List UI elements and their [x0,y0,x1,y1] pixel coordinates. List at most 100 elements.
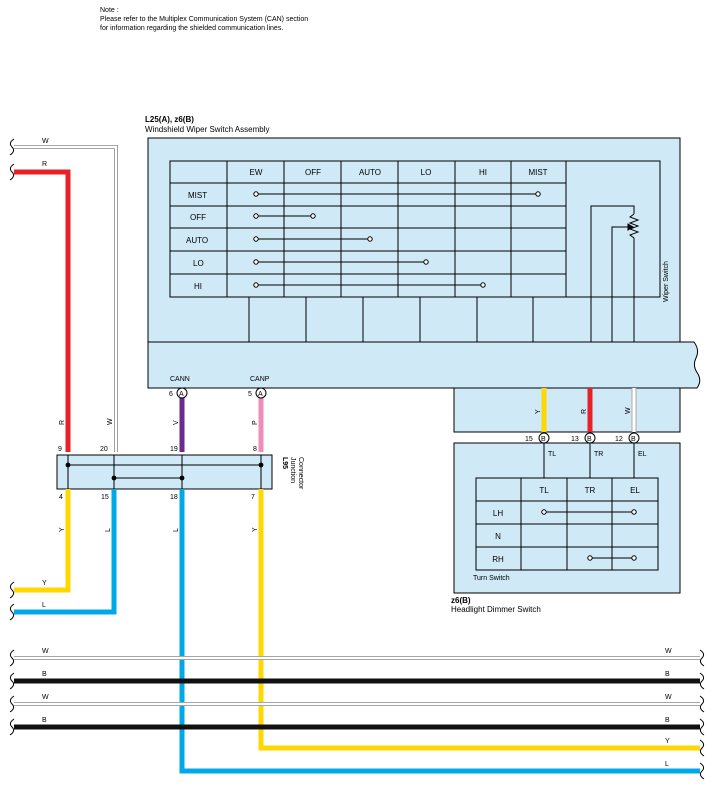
b-wire-y: Y [535,409,542,414]
b-wire-w: W [625,407,632,414]
b-terminal-box [453,387,681,433]
note-line-1: Please refer to the Multiplex Communicat… [100,16,308,23]
b-conn-15: B [541,436,546,443]
wiper-bays [248,297,534,342]
left-mid-y: Y [42,580,47,587]
turn-col-tl: TL [539,486,549,495]
note-line-2: for information regarding the shielded c… [100,25,283,32]
wiper-row-auto: AUTO [186,236,208,245]
turn-contacts [541,509,637,561]
bl-b1: B [42,671,47,678]
br-y: Y [665,738,670,745]
jc-top-pin-9: 9 [58,446,62,453]
wiper-col-mist: MIST [528,168,547,177]
jc-name-1: Junction [289,457,296,483]
left-top-w: W [42,138,49,145]
canp-pin: 5 [248,391,252,398]
canp-conn: A [258,391,263,398]
bottom-bus [9,649,705,780]
turn-row-n: N [495,532,501,541]
signal-el: EL [638,451,647,458]
canp-label: CANP [250,376,270,383]
can-wires [179,398,264,452]
wiper-col-auto: AUTO [359,168,381,177]
b-conn-12: B [631,436,636,443]
left-wires [9,138,118,452]
connector-bar [147,341,701,389]
turn-row-lh: LH [493,509,503,518]
v-low-l2: L [173,528,180,532]
signal-tr: TR [594,451,603,458]
v-label-p: P [252,420,259,425]
br-w2: W [665,694,672,701]
b-wire-r: R [581,409,588,414]
wiper-switch-assembly: L25(A), z6(B) Windshield Wiper Switch As… [145,115,681,343]
jc-top-pin-19: 19 [170,446,178,453]
wiper-col-hi: HI [479,168,487,177]
cann-pin: 6 [169,391,173,398]
wiper-table-rows: MIST OFF AUTO LO HI [186,191,208,291]
b-pin-13: 13 [571,436,579,443]
wiper-row-mist: MIST [188,191,207,200]
bl-b2: B [42,717,47,724]
wiper-resistor [590,205,640,342]
turn-table-headers: TL TR EL LH N RH [492,486,640,564]
turn-row-rh: RH [492,555,504,564]
jc-bottom-pin-4: 4 [59,494,63,501]
wiper-switch-label: Wiper Switch [663,261,670,302]
b-terminal-wires [541,388,637,432]
jc-bottom-pin-15: 15 [101,494,109,501]
jc-bottom-pin-7: 7 [251,494,255,501]
can-pins: 6 A 5 A [169,387,267,399]
b-pin-15: 15 [525,436,533,443]
junction-connector: 9 20 19 8 4 15 18 7 L95 Junction Connect… [56,446,304,501]
turn-table-grid [476,478,658,570]
left-top-r: R [42,161,47,168]
wiper-col-off: OFF [305,168,321,177]
wiper-switch-table [169,160,567,298]
turn-col-tr: TR [585,486,596,495]
br-b2: B [665,717,670,724]
junction-internal [67,455,262,489]
br-w1: W [665,648,672,655]
wiper-switch-panel [565,160,661,298]
b-terminal-pins: 15 B 13 B 12 B [525,432,640,444]
note: Note : Please refer to the Multiplex Com… [100,7,308,32]
wiper-row-hi: HI [194,282,202,291]
dimmer-code: z6(B) [451,596,471,605]
b-conn-13: B [587,436,592,443]
wiper-row-off: OFF [190,213,206,222]
wiper-table-headers: EW OFF AUTO LO HI MIST [250,168,548,177]
bottom-left-labels: W B W B [42,648,49,724]
wiper-contacts [253,191,541,288]
v-low-y2: Y [252,527,259,532]
wiper-col-lo: LO [421,168,432,177]
bl-w1: W [42,648,49,655]
turn-col-el: EL [630,486,640,495]
jc-code: L95 [281,457,288,469]
jc-name-2: Connector [297,457,304,490]
note-heading: Note : [100,7,119,14]
wiper-row-lo: LO [193,259,204,268]
v-label-w: W [107,418,114,425]
left-mid-l: L [42,602,46,609]
turn-signal-lines [543,443,635,478]
cann-label: CANN [170,376,190,383]
v-low-l1: L [105,528,112,532]
bl-w2: W [42,694,49,701]
bottom-right-labels: W B W B Y L [665,648,672,768]
wiper-assembly-name: Windshield Wiper Switch Assembly [145,125,269,134]
wiper-col-ew: EW [250,168,263,177]
wiper-assembly-code: L25(A), z6(B) [145,115,194,124]
jc-top-pin-20: 20 [100,446,108,453]
signal-tl: TL [548,451,556,458]
junction-dots [65,462,264,481]
wiper-table-grid [170,161,566,297]
jc-bottom-pin-18: 18 [170,494,178,501]
v-label-v: V [173,420,180,425]
v-low-y1: Y [59,527,66,532]
junction-box [56,454,273,490]
br-b1: B [665,671,670,678]
jc-top-pin-8: 8 [253,446,257,453]
